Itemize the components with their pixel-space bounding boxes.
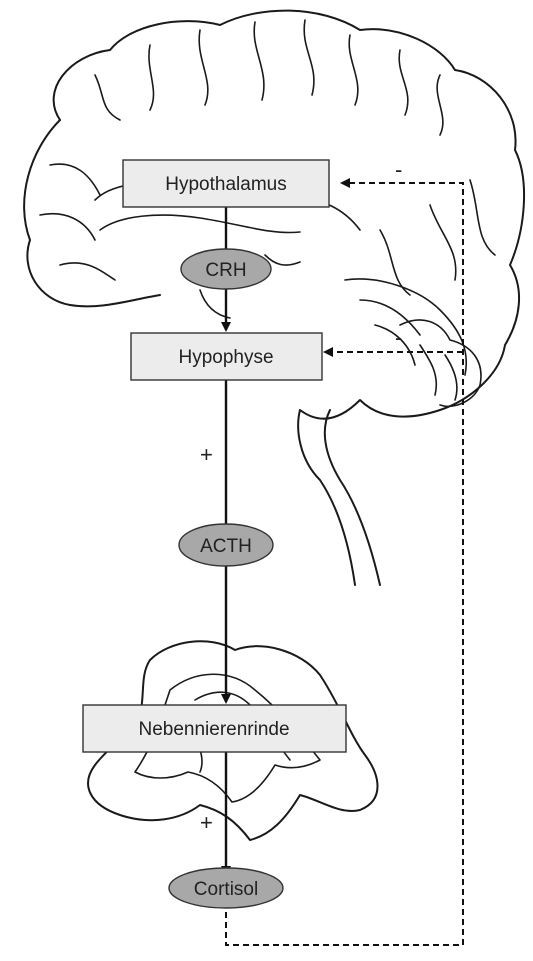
hypophyse-label: Hypophyse	[178, 347, 273, 368]
crh-label: CRH	[205, 260, 246, 281]
feedback-loop	[226, 183, 463, 945]
plus-sign-nnr-cortisol: +	[200, 810, 213, 835]
node-nebennierenrinde: Nebennierenrinde	[83, 705, 346, 752]
node-crh: CRH	[181, 249, 271, 289]
node-cortisol: Cortisol	[169, 868, 283, 908]
node-hypothalamus: Hypothalamus	[123, 160, 329, 207]
acth-label: ACTH	[200, 536, 252, 557]
hypothalamus-label: Hypothalamus	[165, 174, 286, 195]
brain-illustration	[24, 11, 524, 585]
cortisol-label: Cortisol	[194, 879, 258, 900]
node-hypophyse: Hypophyse	[131, 333, 322, 380]
minus-sign-hypothalamus: -	[395, 157, 402, 182]
plus-sign-hypophyse-acth: +	[200, 442, 213, 467]
nebennierenrinde-label: Nebennierenrinde	[138, 719, 289, 740]
node-acth: ACTH	[179, 524, 273, 566]
minus-sign-hypophyse: -	[395, 325, 402, 350]
